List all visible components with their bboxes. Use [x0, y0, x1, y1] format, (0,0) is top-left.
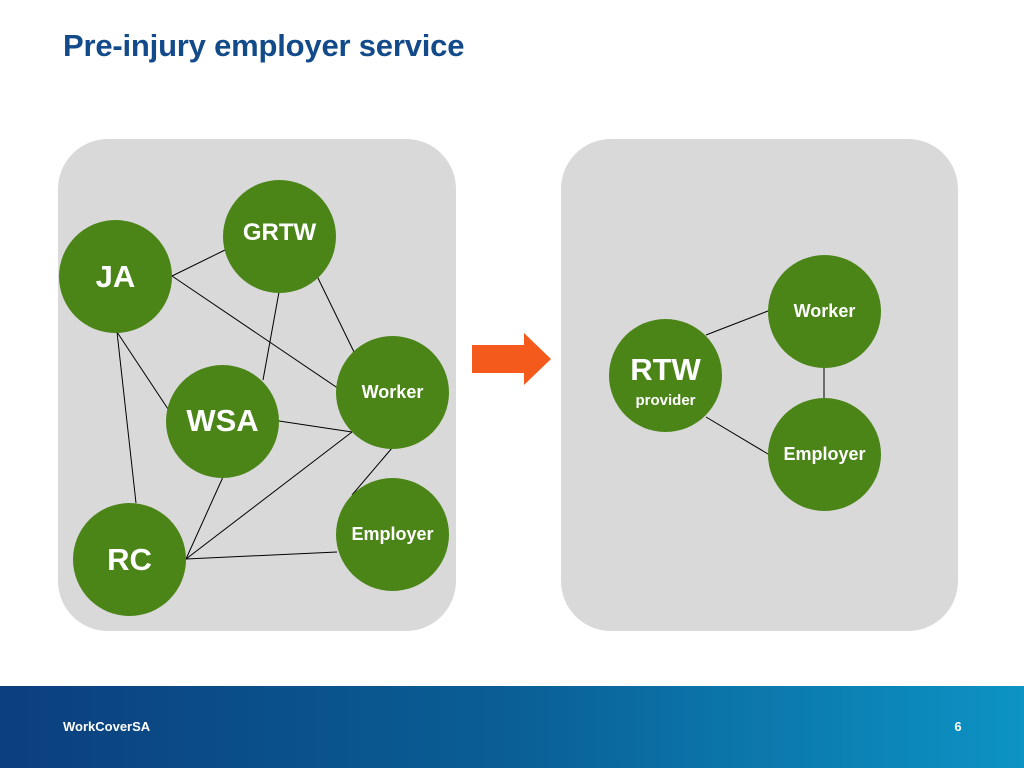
node-grtw: GRTW	[223, 180, 336, 293]
edge-worker-rc	[185, 431, 353, 560]
node-rc-label: RC	[107, 542, 152, 577]
page-title: Pre-injury employer service	[63, 28, 465, 63]
edge-employer-rc	[185, 551, 338, 560]
node-employer: Employer	[336, 478, 449, 591]
footer-brand: WorkCoverSA	[63, 719, 151, 734]
page-number: 6	[954, 719, 962, 734]
node-worker-after: Worker	[768, 255, 881, 368]
node-employer-label: Employer	[351, 524, 434, 544]
edge-ja-grtw	[171, 249, 226, 277]
edge-grtw-worker	[315, 273, 356, 355]
node-wsa-label: WSA	[186, 403, 259, 438]
node-worker-after-label: Worker	[793, 301, 856, 321]
edge-wsa-worker	[278, 420, 353, 433]
edge-wsa-rc	[185, 476, 224, 560]
edge-ja-rc	[116, 331, 137, 504]
node-wsa: WSA	[166, 365, 279, 478]
edge-grtw-wsa	[262, 291, 280, 381]
node-rtw-sublabel: provider	[635, 392, 696, 409]
node-ja-label: JA	[95, 259, 136, 294]
footer-bar	[0, 686, 1024, 768]
edge-ja-wsa	[116, 331, 171, 413]
node-grtw-label: GRTW	[242, 219, 317, 246]
edge-rtw-employer	[705, 416, 769, 455]
arrow-right-icon	[472, 333, 551, 385]
node-employer-after: Employer	[768, 398, 881, 511]
edge-worker-employer	[351, 447, 393, 496]
node-ja: JA	[59, 220, 172, 333]
node-rtw-label: RTW	[630, 352, 701, 387]
node-rc: RC	[73, 503, 186, 616]
edge-ja-worker	[171, 275, 346, 394]
node-worker-label: Worker	[361, 382, 424, 402]
edge-rtw-worker	[705, 310, 769, 336]
node-rtw-provider: RTW provider	[609, 319, 722, 432]
node-employer-after-label: Employer	[783, 444, 866, 464]
node-worker: Worker	[336, 336, 449, 449]
